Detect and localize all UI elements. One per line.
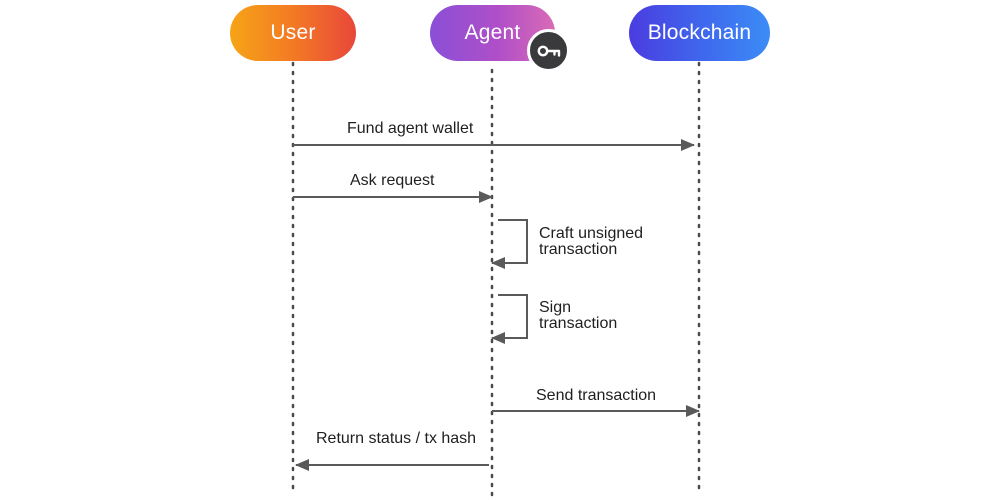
user-participant-label: User: [270, 21, 316, 44]
blockchain-participant-label: Blockchain: [647, 21, 752, 44]
craft-message-label: Craft unsigned transaction: [539, 226, 643, 258]
send-message-label: Send transaction: [536, 387, 657, 404]
sign-label-line2: transaction: [539, 315, 618, 332]
user-participant: User: [230, 5, 356, 61]
sign-message-label: Sign transaction: [539, 300, 617, 332]
craft-label-line1: Craft unsigned: [539, 225, 644, 242]
sign-label-line1: Sign: [539, 299, 572, 316]
ask-message-label: Ask request: [350, 172, 435, 189]
return-message-label: Return status / tx hash: [316, 430, 477, 447]
key-badge: [527, 29, 570, 72]
craft-label-line2: transaction: [539, 241, 618, 258]
fund-message-label: Fund agent wallet: [347, 120, 474, 137]
craft-self-arrow: [491, 219, 528, 269]
agent-participant-label: Agent: [464, 21, 521, 44]
sign-self-arrow: [491, 294, 528, 344]
key-icon: [537, 45, 560, 57]
blockchain-participant: Blockchain: [629, 5, 770, 61]
